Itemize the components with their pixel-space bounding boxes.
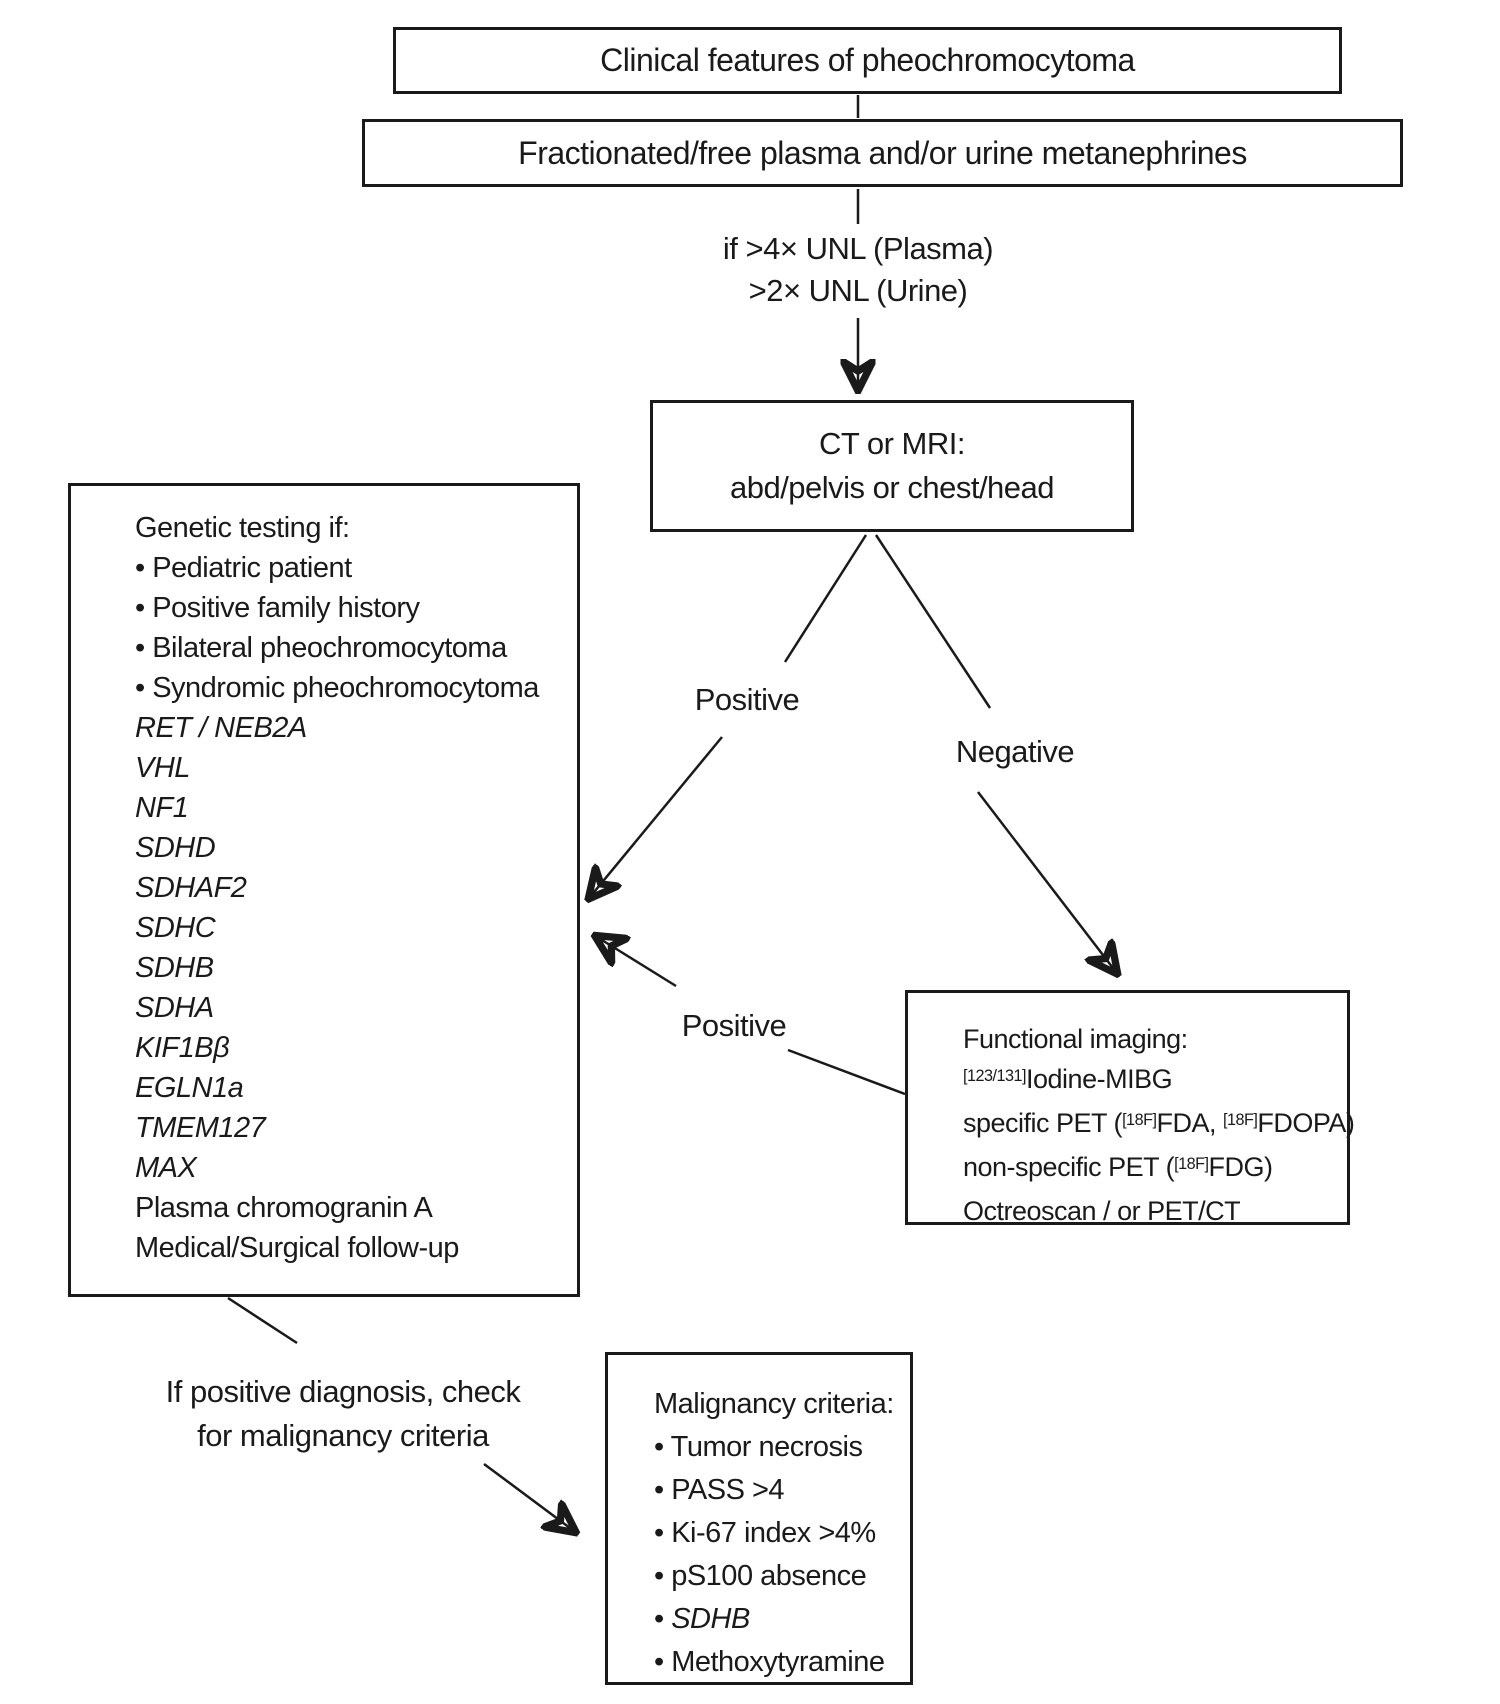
ct-negative-label: Negative [955,734,1075,769]
threshold-condition-text: if >4× UNL (Plasma) >2× UNL (Urine) [658,228,1058,312]
text-line: [123/131]Iodine-MIBG [963,1064,1173,1094]
text-line: Malignancy criteria: [654,1388,894,1420]
if-positive-diagnosis-text: If positive diagnosis, check for maligna… [123,1370,563,1458]
text-line: • pS100 absence [654,1560,867,1592]
ct-mri-line1: CT or MRI: [819,426,966,461]
text-line: • Syndromic pheochromocytoma [135,672,539,704]
threshold-condition-line1: if >4× UNL (Plasma) [722,231,994,266]
text-line: SDHC [135,912,216,944]
metanephrines-label: Fractionated/free plasma and/or urine me… [518,134,1247,171]
text-line: SDHAF2 [135,872,247,904]
line-ctmri-positive-upper [783,534,868,663]
text-line: • Bilateral pheochromocytoma [135,632,507,664]
clinical-features-box: Clinical features of pheochromocytoma [393,27,1342,94]
functional-imaging-box: Functional imaging: [123/131]Iodine-MIBG s… [905,990,1355,1226]
ct-mri-box: CT or MRI: abd/pelvis or chest/head [650,400,1134,532]
text-line: VHL [135,752,190,784]
malignancy-criteria-box: Malignancy criteria: • Tumor necrosis • PA… [605,1352,913,1685]
arrow-functional-positive-to-genetic [597,937,677,988]
text-line: Plasma chromogranin A [135,1192,433,1224]
text-line: NF1 [135,792,189,824]
text-line: • SDHB [654,1603,750,1635]
text-line: • Pediatric patient [135,552,352,584]
metanephrines-box: Fractionated/free plasma and/or urine me… [362,119,1403,187]
clinical-features-label: Clinical features of pheochromocytoma [600,42,1135,78]
text-line: non-specific PET ([18F]FDG) [963,1152,1273,1182]
text-line: Octreoscan / or PET/CT [963,1196,1241,1226]
text-line: Medical/Surgical follow-up [135,1232,459,1264]
line-genetic-to-ifpositive [227,1296,298,1345]
text-line: EGLN1a [135,1072,244,1104]
arrow-ifpositive-to-malignancy [483,1462,574,1531]
text-line: SDHD [135,832,216,864]
line-functional-positive-lower [787,1048,906,1096]
line-ctmri-negative-upper [874,534,992,709]
ct-positive-label: Positive [694,682,800,717]
text-line: • Positive family history [135,592,420,624]
text-line: MAX [135,1152,197,1184]
if-positive-line2: for malignancy criteria [197,1418,489,1453]
text-line: • PASS >4 [654,1474,785,1506]
text-line: Genetic testing if: [135,512,350,544]
text-line: RET / NEB2A [135,712,307,744]
ct-mri-line2: abd/pelvis or chest/head [729,470,1055,505]
text-line: SDHB [135,952,214,984]
text-line: • Ki-67 index >4% [654,1517,876,1549]
threshold-condition-line2: >2× UNL (Urine) [748,273,968,308]
text-line: SDHA [135,992,214,1024]
text-line: • Methoxytyramine [654,1646,885,1678]
text-line: specific PET ([18F]FDA, [18F]FDOPA) [963,1108,1355,1138]
text-line: • Tumor necrosis [654,1431,863,1463]
text-line: Functional imaging: [963,1024,1188,1054]
genetic-testing-box: Genetic testing if: • Pediatric patient • … [68,483,580,1297]
arrow-negative-to-functional [977,791,1116,972]
text-line: TMEM127 [135,1112,266,1144]
text-line: KIF1Bβ [135,1032,230,1064]
arrow-positive-to-genetic [590,736,723,897]
functional-positive-label: Positive [681,1008,787,1043]
if-positive-line1: If positive diagnosis, check [165,1374,521,1409]
